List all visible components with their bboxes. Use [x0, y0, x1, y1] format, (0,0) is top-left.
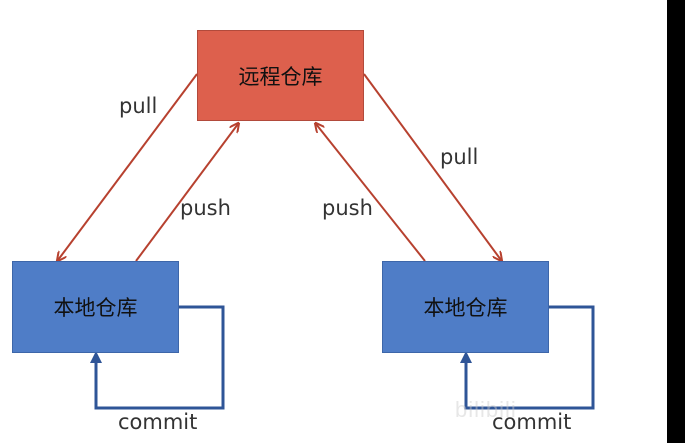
local-repo-box-left: 本地仓库: [12, 261, 179, 353]
pull-arrow-right: [363, 73, 501, 260]
bilibili-watermark: bilibili: [455, 397, 517, 422]
push-arrow-left: [135, 124, 238, 262]
local-repo-label-left: 本地仓库: [53, 296, 138, 320]
push-label-right: push: [322, 196, 373, 220]
commit-loop-right: [460, 305, 595, 410]
commit-label-right: commit: [492, 410, 572, 434]
screen-edge-bar: [667, 0, 685, 443]
push-label-left: push: [180, 196, 231, 220]
commit-label-left: commit: [118, 410, 198, 434]
push-arrow-right: [316, 124, 426, 262]
remote-repo-label: 远程仓库: [238, 64, 323, 89]
pull-label-right: pull: [440, 145, 479, 169]
pull-arrow-left: [58, 73, 198, 260]
commit-loop-left: [90, 305, 225, 410]
remote-repo-box: 远程仓库: [197, 30, 364, 121]
local-repo-label-right: 本地仓库: [423, 296, 508, 320]
local-repo-box-right: 本地仓库: [382, 261, 549, 353]
pull-label-left: pull: [119, 94, 158, 118]
